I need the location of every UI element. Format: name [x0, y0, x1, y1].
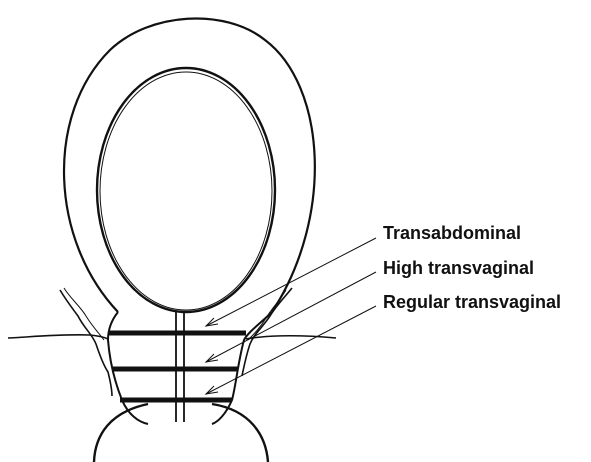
- label-transabdominal: Transabdominal: [383, 223, 521, 243]
- right-vaginal-wall-inner: [248, 290, 286, 340]
- arrowhead-transabdominal: [206, 318, 218, 326]
- label-high-transvaginal: High transvaginal: [383, 258, 534, 278]
- label-regular-transvaginal: Regular transvaginal: [383, 292, 561, 312]
- arrowhead-high-transvaginal: [206, 354, 218, 362]
- arrow-regular-transvaginal: [206, 306, 376, 394]
- arrow-transabdominal: [206, 238, 376, 326]
- fetal-head: [94, 404, 268, 462]
- uterine-cavity-inner-line: [100, 72, 272, 310]
- arrowhead-regular-transvaginal: [206, 386, 218, 394]
- left-vaginal-wall-inner: [64, 288, 104, 340]
- arrow-high-transvaginal: [206, 272, 376, 362]
- uterine-cavity: [97, 68, 275, 312]
- left-vaginal-wall: [60, 290, 112, 396]
